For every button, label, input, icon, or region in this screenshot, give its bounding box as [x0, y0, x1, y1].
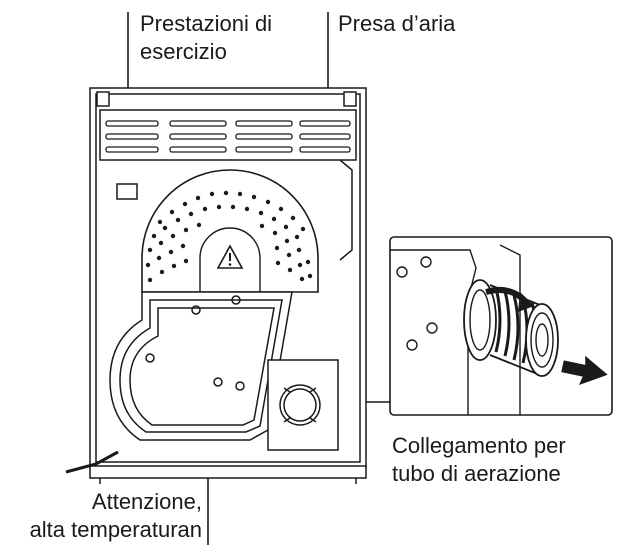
warning-label-line-2: alta temperaturan	[29, 517, 202, 542]
warning-label: Attenzione, alta temperaturan	[30, 488, 202, 544]
air-intake-grille	[105, 120, 351, 153]
vent-detail-inset	[389, 236, 613, 416]
fan-vent-holes	[145, 190, 313, 283]
push-arrow-icon	[561, 355, 608, 386]
performance-label: Prestazioni di esercizio	[140, 10, 272, 66]
vent-connection-label-line-2: tubo di aerazione	[392, 461, 561, 486]
performance-label-line-2: esercizio	[140, 39, 227, 64]
vent-connection-label-line-1: Collegamento per	[392, 433, 566, 458]
rotate-arrow-icon	[485, 287, 534, 312]
vent-outlet	[267, 359, 339, 451]
warning-triangle-icon	[216, 244, 244, 269]
condenser-duct-panel	[109, 291, 293, 441]
fan-cover	[141, 169, 319, 293]
warning-label-line-1: Attenzione,	[91, 489, 202, 514]
air-intake-label: Presa d’aria	[338, 10, 455, 38]
vent-connection-label: Collegamento per tubo di aerazione	[392, 432, 566, 488]
performance-label-line-1: Prestazioni di	[140, 11, 273, 36]
air-intake-label-text: Presa d’aria	[338, 11, 456, 36]
power-cable	[65, 450, 119, 474]
